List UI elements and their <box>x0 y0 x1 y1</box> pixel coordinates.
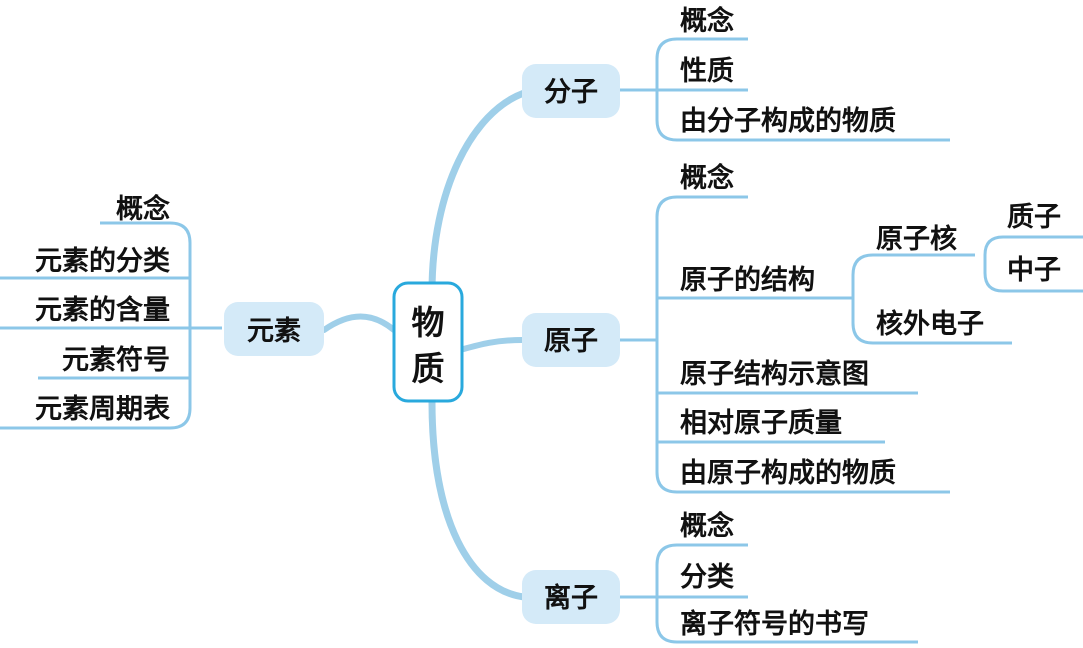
center-node-label-bottom: 质 <box>412 349 445 388</box>
branch-label-molecule: 分子 <box>544 77 598 108</box>
molecule-leaf-properties[interactable]: 性质 <box>680 56 734 87</box>
element-leaves: 概念 元素的分类 元素的含量 元素符号 元素周期表 <box>35 193 170 425</box>
ion-leaves: 概念 分类 离子符号的书写 <box>680 510 869 640</box>
atom-leaf-concept[interactable]: 概念 <box>680 162 734 194</box>
molecule-leaf-substances[interactable]: 由分子构成的物质 <box>680 105 896 137</box>
molecule-leaf-concept[interactable]: 概念 <box>680 5 734 37</box>
element-leaf-content[interactable]: 元素的含量 <box>35 294 170 326</box>
molecule-connectors <box>620 37 950 142</box>
branch-label-ion: 离子 <box>544 582 598 614</box>
element-leaf-symbol[interactable]: 元素符号 <box>62 344 170 376</box>
branch-node-molecule[interactable]: 分子 <box>522 64 620 118</box>
trunk-molecule <box>428 89 528 296</box>
trunks <box>321 89 528 601</box>
atom-structure-nucleus[interactable]: 原子核 <box>876 223 957 255</box>
atom-leaves: 概念 原子的结构 原子结构示意图 相对原子质量 由原子构成的物质 原子核 核外电… <box>680 162 1061 489</box>
element-leaf-classification[interactable]: 元素的分类 <box>35 245 170 277</box>
atom-leaf-relative-mass[interactable]: 相对原子质量 <box>680 408 842 439</box>
element-connectors <box>0 221 222 430</box>
element-leaf-periodic-table[interactable]: 元素周期表 <box>35 394 170 425</box>
atom-connectors <box>620 195 1083 494</box>
atom-leaf-diagram[interactable]: 原子结构示意图 <box>680 358 869 390</box>
ion-leaf-symbol-writing[interactable]: 离子符号的书写 <box>680 608 869 640</box>
branch-box <box>522 570 620 624</box>
trunk-ion <box>428 398 528 601</box>
branch-node-ion[interactable]: 离子 <box>522 570 620 624</box>
nucleus-part-neutron[interactable]: 中子 <box>1007 255 1061 286</box>
atom-leaf-substances[interactable]: 由原子构成的物质 <box>680 457 896 489</box>
trunk-element <box>321 313 397 333</box>
molecule-leaves: 概念 性质 由分子构成的物质 <box>680 5 896 137</box>
branch-box <box>522 313 620 367</box>
center-node[interactable]: 物 质 <box>392 281 464 403</box>
atom-structure-electrons[interactable]: 核外电子 <box>876 308 984 340</box>
nucleus-part-proton[interactable]: 质子 <box>1007 202 1061 233</box>
center-node-box <box>392 281 464 403</box>
ion-leaf-classification[interactable]: 分类 <box>680 562 734 593</box>
center-node-label-top: 物 <box>412 303 445 342</box>
element-leaf-concept[interactable]: 概念 <box>116 193 170 225</box>
branch-label-element: 元素 <box>247 316 301 347</box>
branch-label-atom: 原子 <box>544 326 598 357</box>
branch-box <box>224 302 324 356</box>
trunk-atom <box>457 337 525 353</box>
branch-node-atom[interactable]: 原子 <box>522 313 620 367</box>
branch-box <box>522 64 620 118</box>
atom-leaf-structure[interactable]: 原子的结构 <box>680 264 815 296</box>
branch-node-element[interactable]: 元素 <box>224 302 324 356</box>
ion-leaf-concept[interactable]: 概念 <box>680 510 734 542</box>
ion-connectors <box>620 543 918 644</box>
